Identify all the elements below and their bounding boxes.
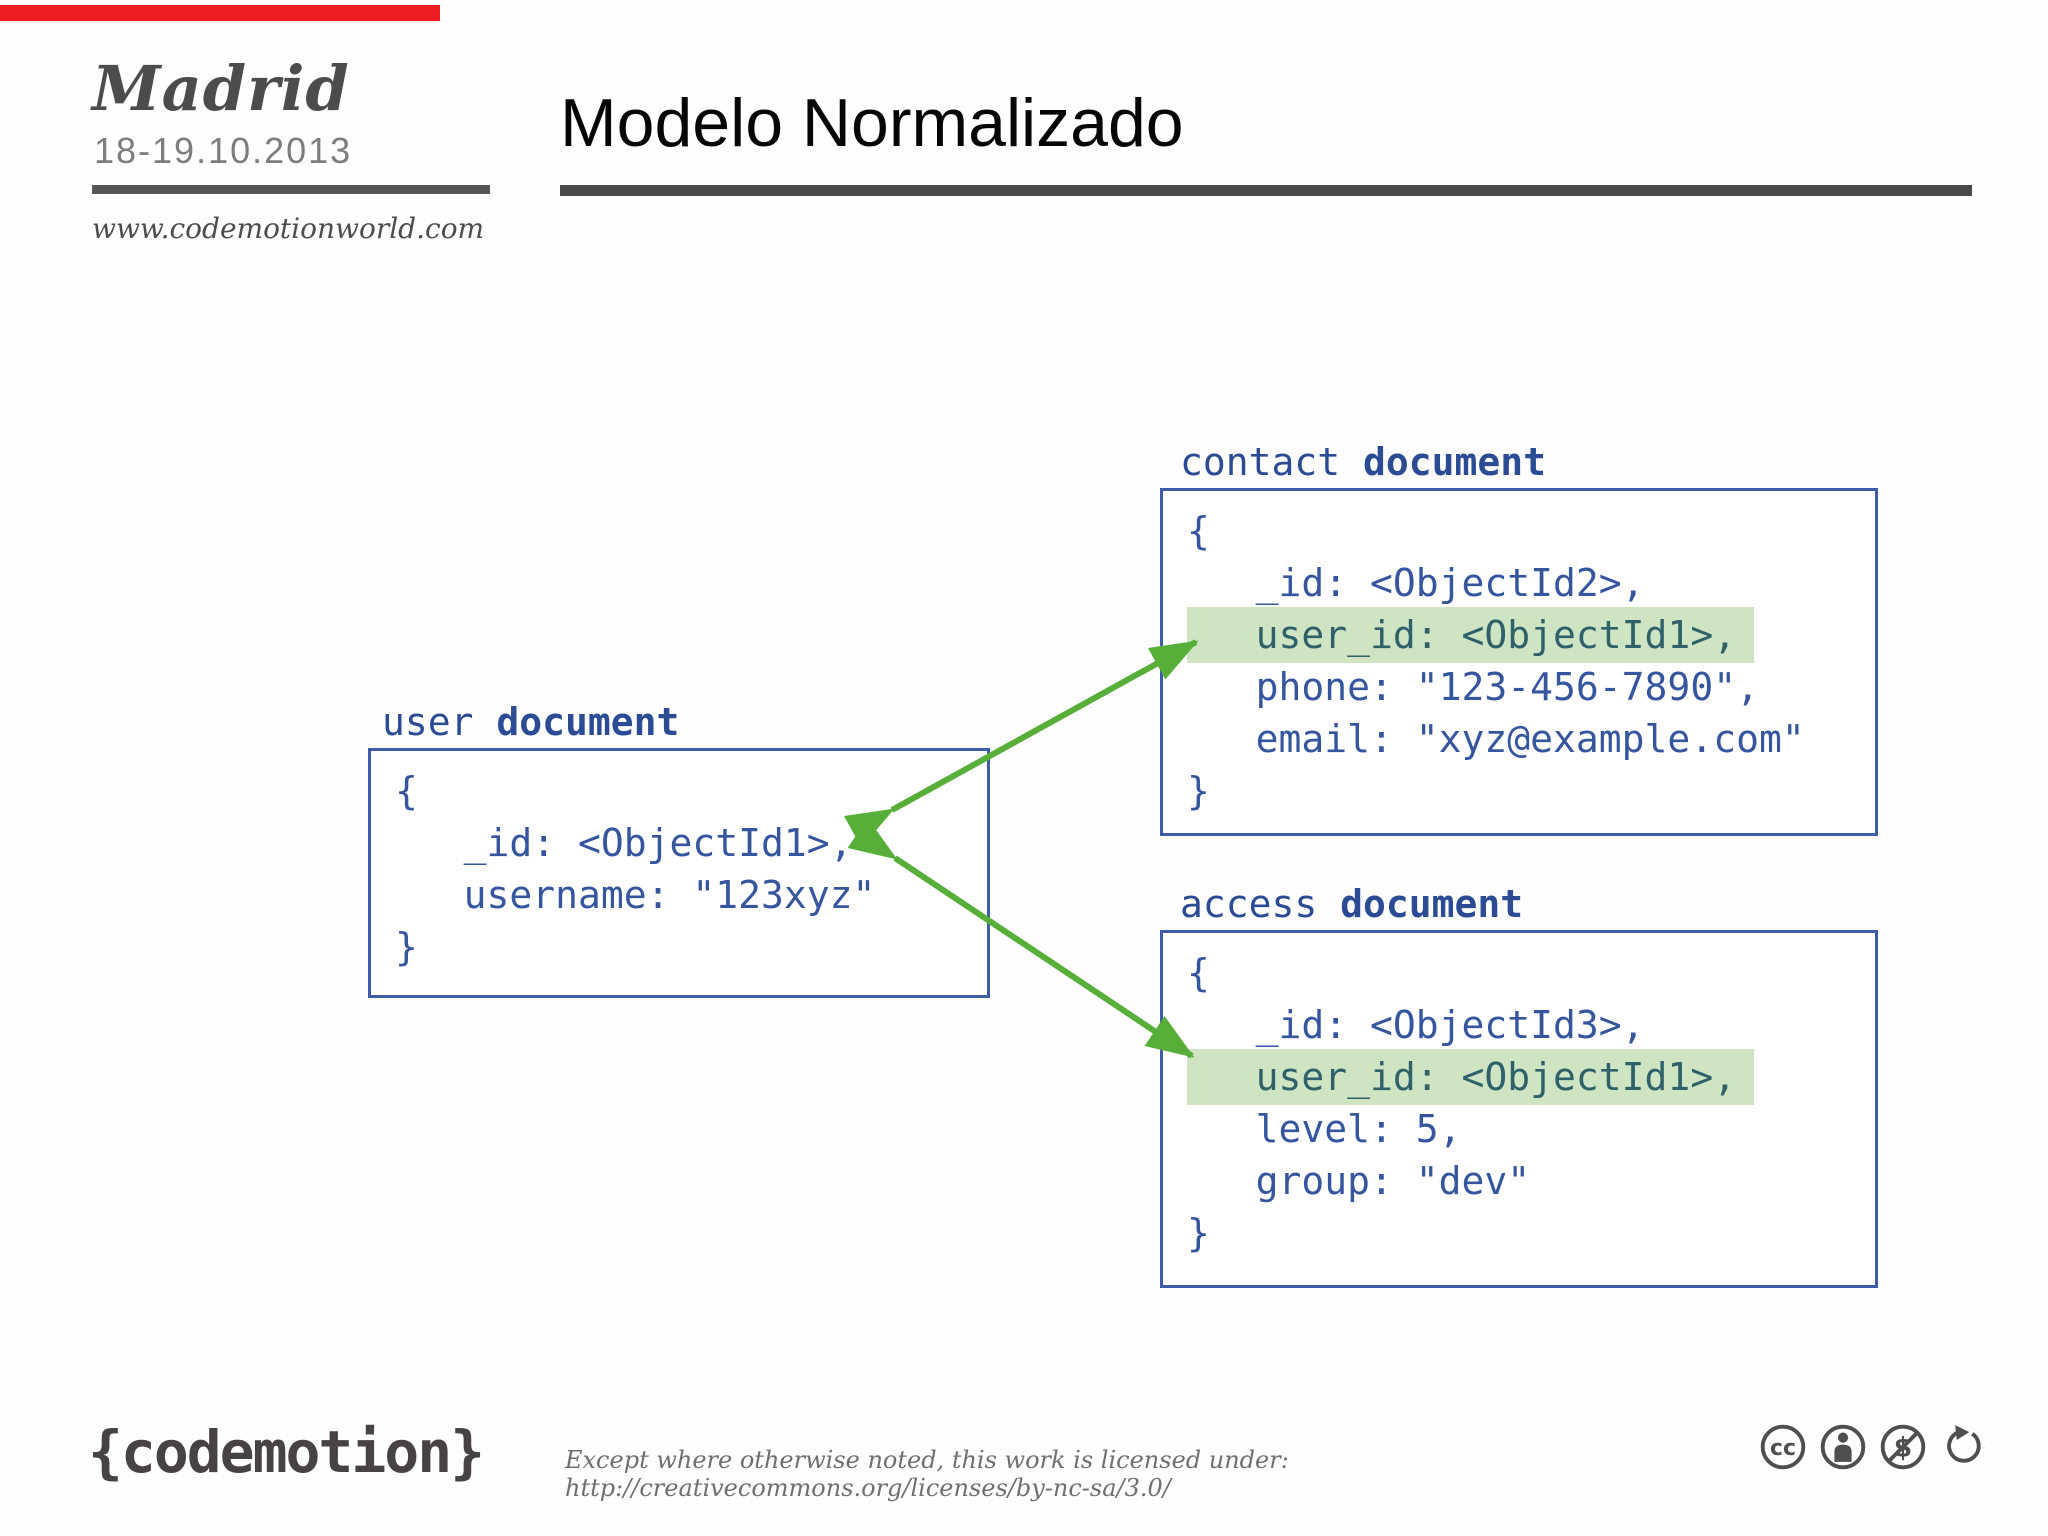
user-document-box: { _id: <ObjectId1>, username: "123xyz"} [368,748,990,998]
code-line: _id: <ObjectId3>, [1187,1003,1645,1047]
contact-document-box: { _id: <ObjectId2>, user_id: <ObjectId1>… [1160,488,1878,836]
brand-dates: 18-19.10.2013 [94,130,353,171]
codemotion-logo: {codemotion} [88,1418,485,1486]
code-line: } [395,925,418,969]
code-line: level: 5, [1187,1107,1462,1151]
brand-divider-rule [92,185,490,194]
contact-document-label-type: document [1363,440,1547,484]
user-document-label: user document [382,700,679,744]
access-document-label: access document [1180,882,1523,926]
page-title: Modelo Normalizado [560,85,1184,161]
highlight-user-id: user_id: <ObjectId1>, [1187,607,1755,663]
contact-document-label-name: contact [1180,440,1364,484]
user-document-label-name: user [382,700,497,744]
access-document-box: { _id: <ObjectId3>, user_id: <ObjectId1>… [1160,930,1878,1288]
cc-license-icons: cc $ [1758,1422,1988,1472]
code-line-highlighted: user_id: <ObjectId1>, [1187,1049,1875,1105]
sa-icon [1940,1425,1986,1471]
code-line: phone: "123-456-7890", [1187,665,1759,709]
code-line: email: "xyz@example.com" [1187,717,1805,761]
brand-city: Madrid [92,52,350,125]
svg-text:cc: cc [1770,1436,1796,1461]
by-icon [1820,1424,1866,1470]
cc-icon: cc [1760,1424,1806,1470]
code-line: { [395,769,418,813]
access-document-label-name: access [1180,882,1341,926]
code-line: } [1187,1211,1210,1255]
highlight-user-id: user_id: <ObjectId1>, [1187,1049,1755,1105]
code-line-highlighted: user_id: <ObjectId1>, [1187,607,1875,663]
code-line: _id: <ObjectId2>, [1187,561,1645,605]
code-line: username: "123xyz" [395,873,876,917]
title-divider-rule [560,185,1972,196]
nc-icon: $ [1880,1424,1926,1470]
contact-document-label: contact document [1180,440,1546,484]
code-line: { [1187,509,1210,553]
brand-url: www.codemotionworld.com [92,212,485,245]
code-line: } [1187,769,1210,813]
access-document-label-type: document [1340,882,1524,926]
code-line: { [1187,951,1210,995]
accent-red-bar [0,5,440,21]
code-line: group: "dev" [1187,1159,1531,1203]
code-line: _id: <ObjectId1>, [395,821,853,865]
license-text: Except where otherwise noted, this work … [565,1446,1289,1502]
user-document-label-type: document [496,700,680,744]
